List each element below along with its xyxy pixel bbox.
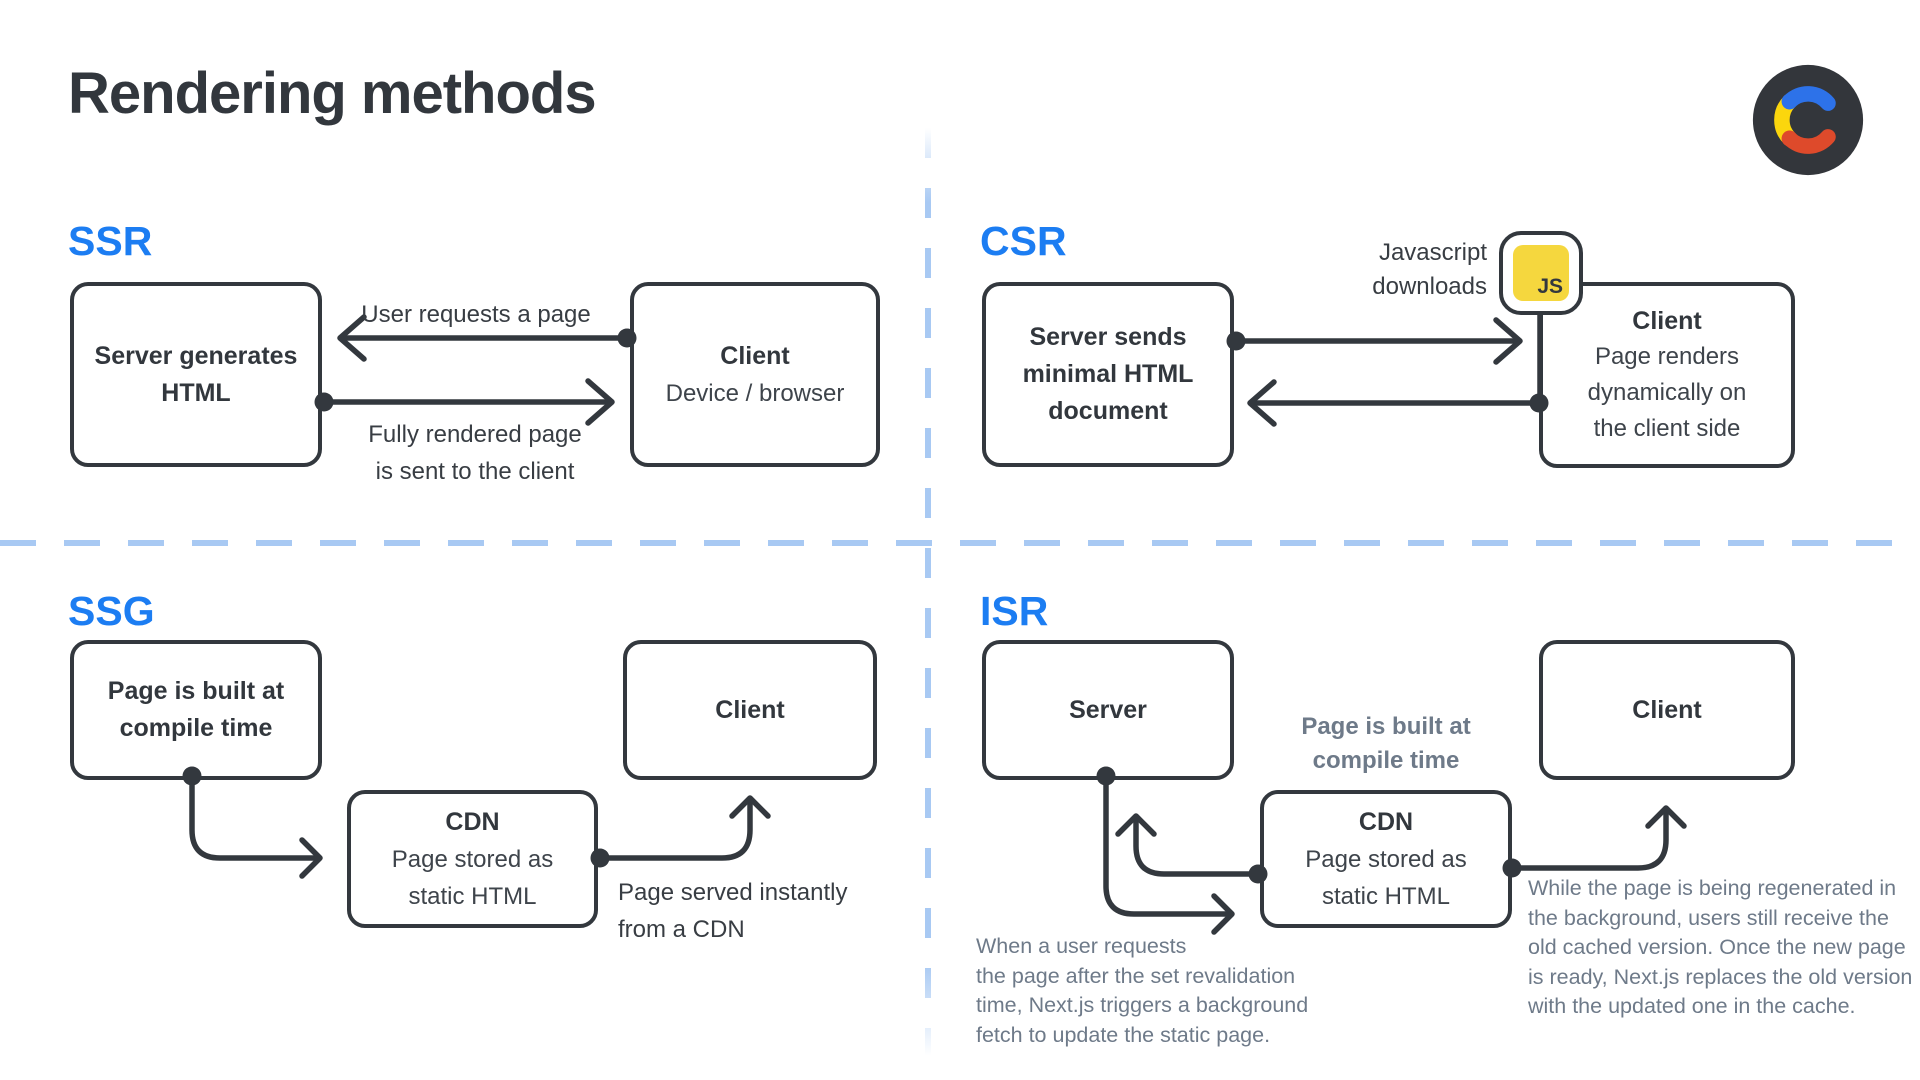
isr-revalidate-arrow bbox=[1115, 813, 1268, 884]
box-text: minimal HTML bbox=[1022, 360, 1194, 388]
isr-server-box: Server bbox=[982, 640, 1234, 780]
ssg-client-box: Client bbox=[623, 640, 877, 780]
box-text: Client bbox=[1632, 695, 1702, 724]
ssg-serve-arrow bbox=[590, 795, 771, 868]
isr-serve-arrow bbox=[1502, 805, 1687, 878]
ssr-request-label: User requests a page bbox=[361, 301, 591, 328]
box-text: Device / browser bbox=[665, 379, 845, 407]
ssg-build-arrow bbox=[182, 766, 323, 879]
isr-left-note: When a user requests the page after the … bbox=[976, 934, 1309, 1047]
box-text: Client bbox=[720, 341, 790, 370]
box-text: Page stored as bbox=[1305, 845, 1467, 873]
csr-response-arrow bbox=[1247, 379, 1549, 427]
box-text: document bbox=[1048, 397, 1168, 425]
ssg-build-box: Page is built at compile time bbox=[70, 640, 322, 780]
isr-client-box: Client bbox=[1539, 640, 1795, 780]
javascript-icon: JS bbox=[1513, 245, 1569, 301]
csr-request-arrow bbox=[1226, 317, 1523, 365]
isr-heading: ISR bbox=[980, 588, 1049, 634]
box-text: Server generates bbox=[94, 341, 298, 370]
box-text: CDN bbox=[445, 807, 500, 836]
csr-client-box: Client Page renders dynamically on the c… bbox=[1539, 282, 1795, 468]
csr-js-label: Javascript downloads bbox=[1372, 239, 1487, 300]
csr-heading: CSR bbox=[980, 218, 1067, 264]
ssg-cdn-box: CDN Page stored as static HTML bbox=[347, 790, 598, 928]
isr-build-note: Page is built at compile time bbox=[1301, 713, 1471, 774]
box-text: the client side bbox=[1593, 415, 1741, 442]
ssr-response-label: Fully rendered page is sent to the clien… bbox=[368, 421, 582, 485]
js-badge: JS bbox=[1499, 231, 1583, 315]
box-text: Client bbox=[1632, 307, 1702, 335]
box-text: static HTML bbox=[1321, 882, 1450, 910]
ssr-server-box: Server generates HTML bbox=[70, 282, 322, 467]
box-text: HTML bbox=[161, 378, 231, 407]
ssr-heading: SSR bbox=[68, 218, 153, 264]
ssr-client-box: Client Device / browser bbox=[630, 282, 880, 467]
box-text: Client bbox=[715, 695, 785, 724]
box-text: Server bbox=[1069, 695, 1147, 724]
box-text: CDN bbox=[1358, 807, 1414, 836]
box-text: Page stored as bbox=[391, 845, 554, 873]
box-text: dynamically on bbox=[1587, 379, 1747, 406]
box-text: static HTML bbox=[408, 882, 537, 910]
contentful-logo-icon bbox=[1750, 62, 1866, 178]
isr-request-arrow bbox=[1096, 766, 1235, 935]
page-title: Rendering methods bbox=[68, 61, 597, 126]
isr-cdn-box: CDN Page stored as static HTML bbox=[1260, 790, 1512, 928]
box-text: Page renders bbox=[1594, 343, 1740, 370]
ssg-serve-label: Page served instantly from a CDN bbox=[618, 879, 848, 943]
box-text: Page is built at bbox=[107, 677, 285, 705]
csr-server-box: Server sends minimal HTML document bbox=[982, 282, 1234, 467]
box-text: Server sends bbox=[1029, 323, 1187, 351]
box-text: compile time bbox=[119, 714, 273, 742]
ssg-heading: SSG bbox=[68, 588, 155, 634]
isr-right-note: While the page is being regenerated in t… bbox=[1528, 876, 1913, 1018]
